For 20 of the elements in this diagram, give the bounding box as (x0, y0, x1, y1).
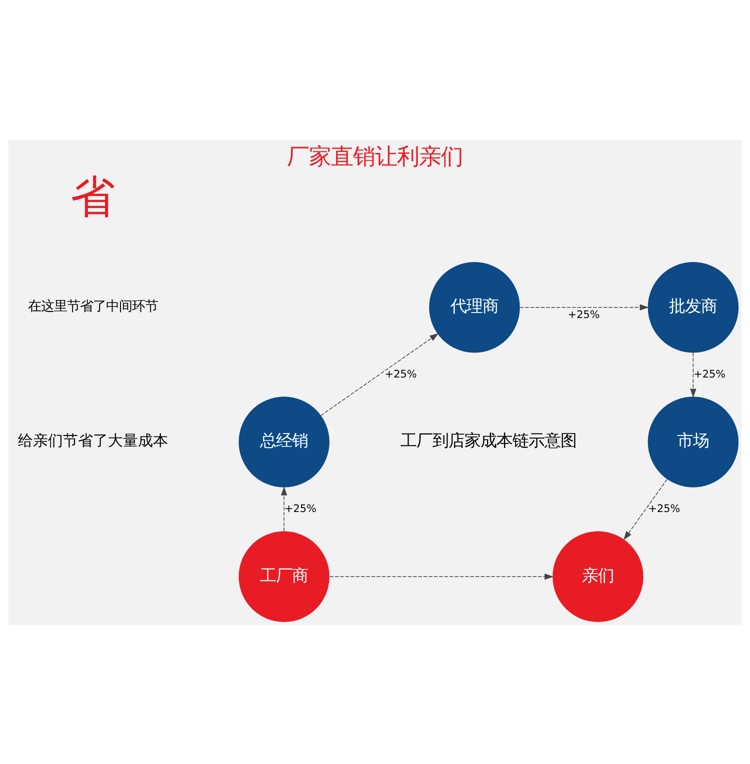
label: 给亲们节省了大量成本 (18, 431, 168, 450)
arrow (280, 486, 288, 532)
diagram-title: 厂家直销让利亲们 (287, 143, 463, 170)
node-circle: 市场 (648, 396, 739, 487)
label: 省 (70, 170, 116, 223)
node-circle: 工厂商 (238, 530, 330, 622)
arrow (320, 332, 439, 416)
arrow (520, 304, 649, 310)
edge-label: +25% (284, 502, 316, 515)
edge-label: +25% (568, 308, 600, 320)
node-circle: 批发商 (648, 262, 739, 352)
edge-label: +25% (648, 502, 680, 515)
arrow (690, 352, 696, 398)
node-circle: 总经销 (238, 396, 330, 487)
edge-label: +25% (694, 368, 726, 380)
edge-label: +25% (384, 368, 417, 380)
label: 在这里节省了中间环节 (28, 299, 158, 314)
label: 工厂到店家成本链示意图 (400, 430, 577, 450)
arrow (329, 573, 554, 580)
arrow (624, 478, 668, 540)
